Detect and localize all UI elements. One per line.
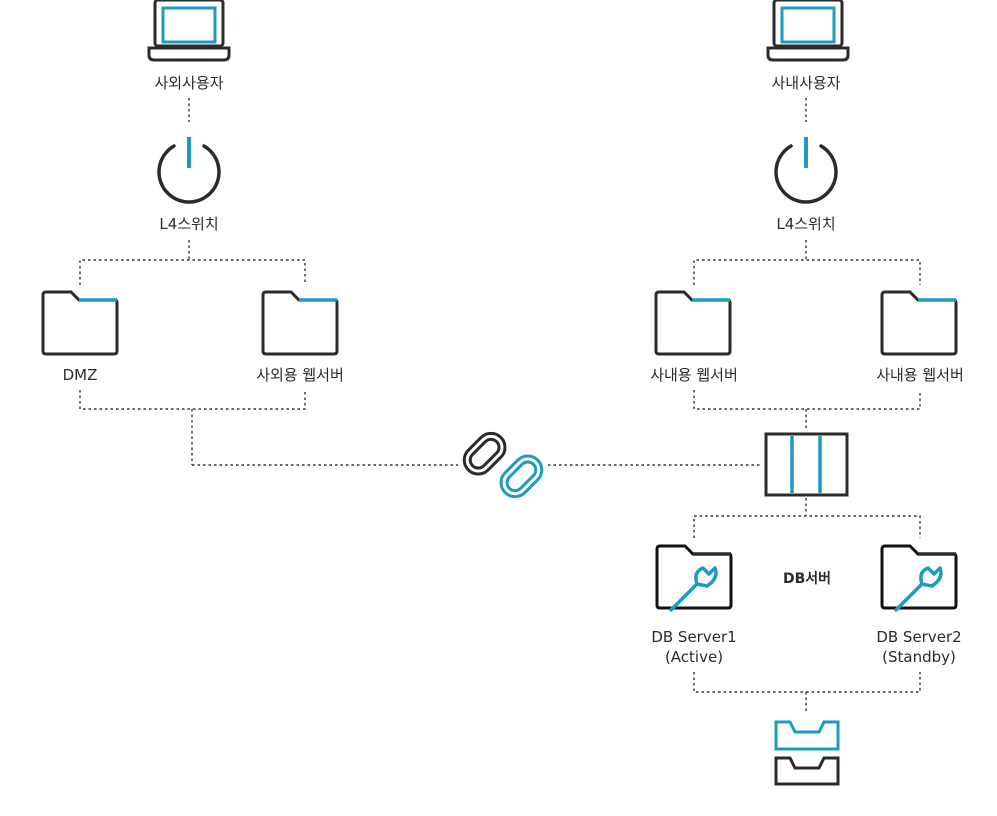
db-server1-name: DB Server1 (651, 628, 737, 646)
external-user-label: 사외사용자 (154, 74, 224, 92)
dmz-label: DMZ (62, 366, 98, 384)
connector-lines (79, 98, 921, 714)
external-l4-power-icon (157, 137, 221, 204)
dmz-folder-icon (41, 290, 119, 356)
internal-webserver-label-left: 사내용 웹서버 (650, 366, 738, 384)
external-webserver-folder-icon (261, 290, 339, 356)
external-webserver-label: 사외용 웹서버 (256, 366, 344, 384)
db-server2-name: DB Server2 (876, 628, 962, 646)
external-l4-label: L4스위치 (159, 215, 219, 233)
internal-user-label: 사내사용자 (771, 74, 841, 92)
db-server2-label: DB Server2 (Standby) (876, 627, 961, 667)
db-server1-folder-wrench-icon (655, 544, 733, 612)
db-server2-role: (Standby) (882, 648, 956, 666)
internal-l4-power-icon (774, 137, 838, 204)
db-server2-folder-wrench-icon (880, 544, 958, 612)
storage-tray-icon (774, 720, 840, 786)
db-server1-role: (Active) (664, 648, 724, 666)
internal-webserver-folder-icon-right (880, 290, 958, 356)
internal-l4-label: L4스위치 (776, 215, 836, 233)
db-group-label: DB서버 (782, 571, 832, 587)
link-icon (462, 431, 544, 499)
external-user-laptop-icon (147, 0, 231, 62)
server-rack-icon (764, 432, 849, 497)
db-server1-label: DB Server1 (Active) (651, 627, 736, 667)
internal-webserver-label-right: 사내용 웹서버 (876, 366, 964, 384)
internal-webserver-folder-icon-left (654, 290, 732, 356)
internal-user-laptop-icon (766, 0, 850, 62)
